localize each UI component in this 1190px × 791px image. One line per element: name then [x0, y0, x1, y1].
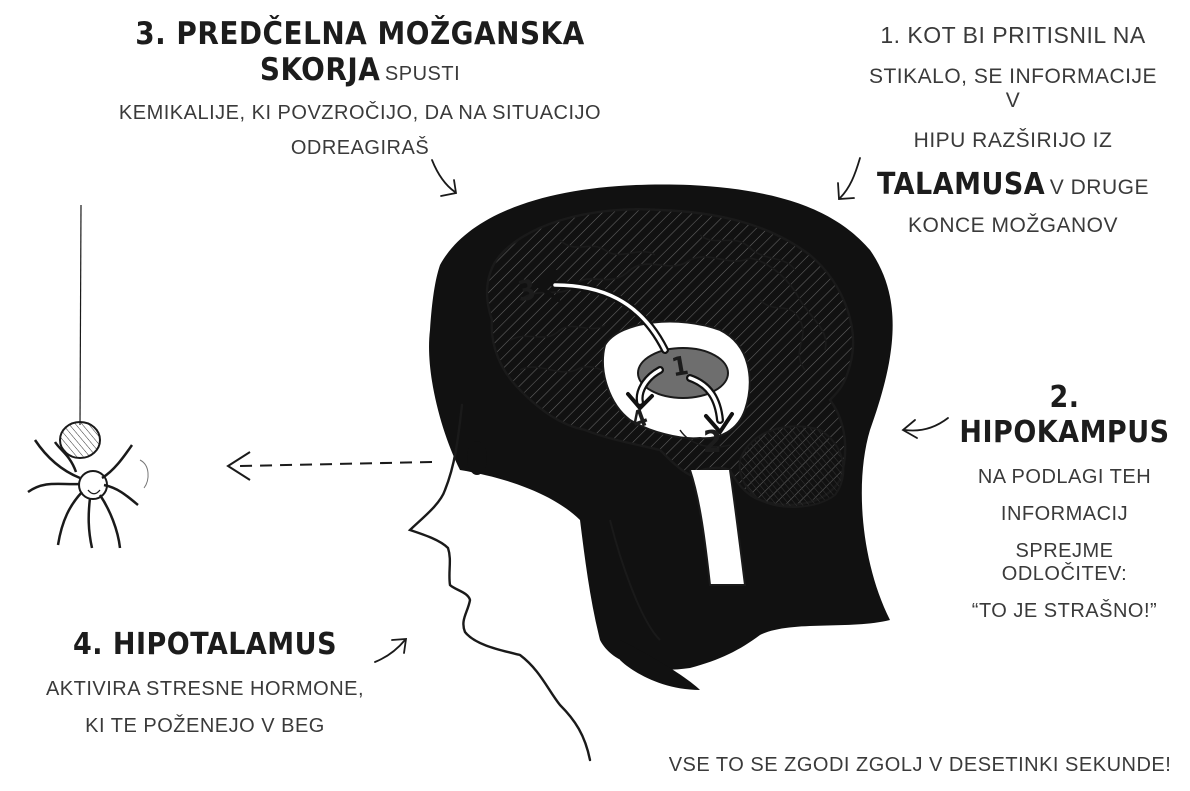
step1-highlight: Talamusa: [877, 167, 1046, 202]
step4-line-2: ki te poženejo v beg: [85, 715, 325, 737]
eye: [467, 441, 487, 475]
step2-block: 2. Hipokampus na podlagi teh informacij …: [952, 380, 1177, 623]
step3-block: 3. Predčelna možganska skorja spusti kem…: [95, 16, 625, 160]
footer-note: Vse to se zgodi zgolj v desetinki sekund…: [668, 754, 1172, 776]
step2-title: 2. Hipokampus: [959, 380, 1170, 450]
pointer-arrows: [374, 157, 949, 663]
brain-arrows: [536, 270, 734, 436]
step1-block: 1. Kot bi pritisnil na stikalo, se infor…: [868, 22, 1158, 238]
step1-line-3: hipu razširijo iz: [913, 129, 1113, 152]
marker-2: 2: [703, 425, 723, 460]
step3-inline: spusti: [384, 63, 461, 85]
step2-line-4: “to je strašno!”: [971, 600, 1158, 622]
step2-line-1: na podlagi teh: [977, 466, 1152, 488]
step3-line-2: odreagiraš: [290, 137, 430, 159]
step4-line-1: aktivira stresne hormone,: [45, 678, 365, 700]
step1-after: v druge: [1049, 176, 1149, 199]
face-profile: [407, 403, 661, 762]
spider: [27, 204, 149, 549]
step2-line-2: informacij: [1000, 503, 1129, 525]
gaze-arrow: [226, 451, 433, 481]
step4-block: 4. Hipotalamus aktivira stresne hormone,…: [40, 627, 370, 738]
step2-line-3: sprejme odločitev:: [1001, 540, 1128, 585]
step4-title: 4. Hipotalamus: [72, 627, 338, 662]
step1-line-2: stikalo, se informacije v: [868, 65, 1158, 112]
step1-last: konce možganov: [907, 214, 1119, 237]
step3-title: 3. Predčelna možganska skorja: [135, 16, 585, 88]
step1-line-1: 1. Kot bi pritisnil na: [880, 22, 1146, 48]
step3-line-1: kemikalije, ki povzročijo, da na situaci…: [118, 102, 602, 124]
